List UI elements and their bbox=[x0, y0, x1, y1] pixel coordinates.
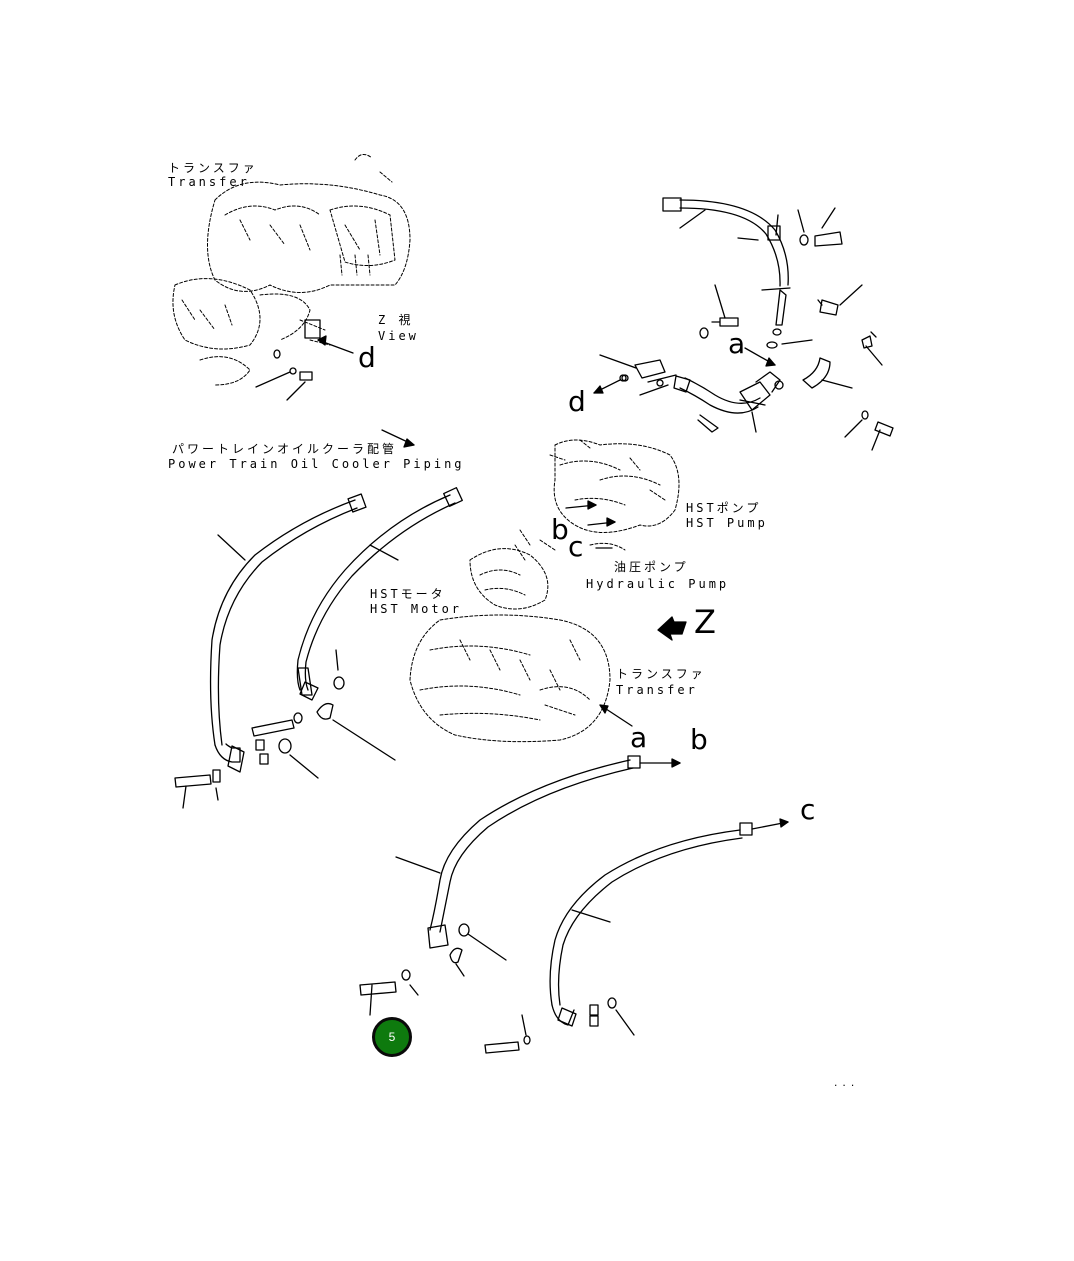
z-view-jp: Z 視 bbox=[378, 313, 414, 327]
ptoc-arrow bbox=[381, 429, 415, 448]
hst-pump-jp: HSTポンプ bbox=[686, 501, 762, 515]
hyd-pump-en: Hydraulic Pump bbox=[586, 577, 730, 591]
part-marker-number: 5 bbox=[388, 1030, 396, 1044]
left-hoses bbox=[174, 487, 463, 809]
letter-a-top: a bbox=[728, 327, 746, 360]
transfer-mid-en: Transfer bbox=[616, 683, 698, 697]
letter-b-low: b bbox=[690, 723, 708, 756]
hyd-pump-jp: 油圧ポンプ bbox=[614, 560, 689, 574]
transfer-top-en: Transfer bbox=[168, 175, 250, 189]
transfer-top-jp: トランスファ bbox=[168, 161, 258, 175]
lower-hoses bbox=[359, 755, 789, 1054]
letter-z: Z bbox=[694, 603, 716, 641]
letter-c-low: c bbox=[800, 793, 816, 826]
upper-right-detail bbox=[593, 197, 894, 451]
ptoc-en: Power Train Oil Cooler Piping bbox=[168, 457, 465, 471]
hst-motor-en: HST Motor bbox=[370, 602, 463, 616]
hst-pump-en: HST Pump bbox=[686, 516, 768, 530]
letter-b-pump: b bbox=[551, 513, 569, 546]
ptoc-jp: パワートレインオイルクーラ配管 bbox=[172, 442, 398, 456]
transfer-view-fittings bbox=[255, 319, 354, 401]
drawing-code: ... bbox=[833, 1079, 859, 1089]
part-marker-5[interactable]: 5 bbox=[372, 1017, 412, 1057]
transfer-mid-jp: トランスファ bbox=[616, 667, 706, 681]
pump-assembly-sketch bbox=[409, 439, 680, 743]
transfer-view-sketch bbox=[172, 154, 411, 386]
pump-arrows bbox=[565, 500, 687, 727]
hst-motor-jp: HSTモータ bbox=[370, 587, 446, 601]
z-view-en: View bbox=[378, 329, 419, 343]
letter-a-low: a bbox=[630, 721, 648, 754]
letter-d-view: d bbox=[358, 341, 376, 374]
letter-d-detail: d bbox=[568, 385, 586, 418]
letter-c-pump: c bbox=[568, 530, 584, 563]
